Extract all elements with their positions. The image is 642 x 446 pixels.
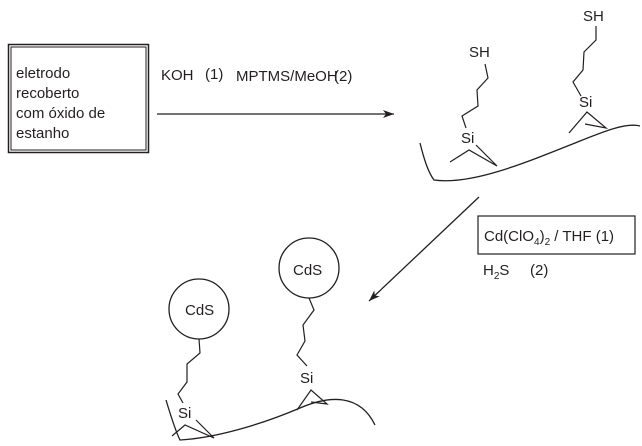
step2-arrow: [368, 196, 480, 302]
thiol-label-left: SH: [469, 44, 490, 61]
cds-label-right: CdS: [293, 262, 322, 279]
step2-cadmium-reagent: Cd(ClO4)2 / THF (1): [484, 228, 614, 248]
electrode-line-4: estanho: [16, 125, 70, 142]
electrode-surface-1: [419, 124, 641, 182]
siloxane-anchor-left-2: [171, 419, 215, 439]
step1-number-2: (2): [334, 68, 352, 85]
step2-reagent-box: [477, 215, 636, 255]
electrode-description: eletrodo recoberto com óxido de estanho: [16, 64, 141, 144]
propyl-chain-right: [572, 26, 597, 97]
propyl-chain-right-2: [296, 297, 315, 367]
electrode-box-inner: [10, 46, 147, 151]
cds-label-left: CdS: [185, 302, 214, 319]
propyl-chain-left-2: [177, 338, 201, 404]
electrode-box: [7, 43, 150, 154]
electrode-surface-2: [165, 398, 376, 441]
electrode-line-1: eletrodo: [16, 65, 71, 82]
electrode-line-3: com óxido de: [16, 105, 106, 122]
siloxane-anchor-right: [568, 111, 609, 134]
siloxane-anchor-right-2: [296, 389, 329, 411]
silicon-label-right-2: Si: [300, 370, 313, 387]
thiol-label-right: SH: [583, 8, 604, 25]
step1-reagent-koh: KOH: [161, 67, 194, 84]
step1-reagent-mptms: MPTMS/MeOH: [236, 68, 338, 85]
silicon-label-right: Si: [579, 94, 592, 111]
siloxane-anchor-left: [449, 144, 498, 167]
step2-h2s-reagent: H2S: [483, 262, 509, 282]
silicon-label-left-2: Si: [178, 405, 191, 422]
step1-number-1: (1): [205, 66, 223, 83]
electrode-line-2: recoberto: [16, 85, 80, 102]
silicon-label-left: Si: [461, 130, 474, 147]
propyl-chain-left: [461, 63, 489, 129]
step2-number-2: (2): [530, 262, 548, 279]
